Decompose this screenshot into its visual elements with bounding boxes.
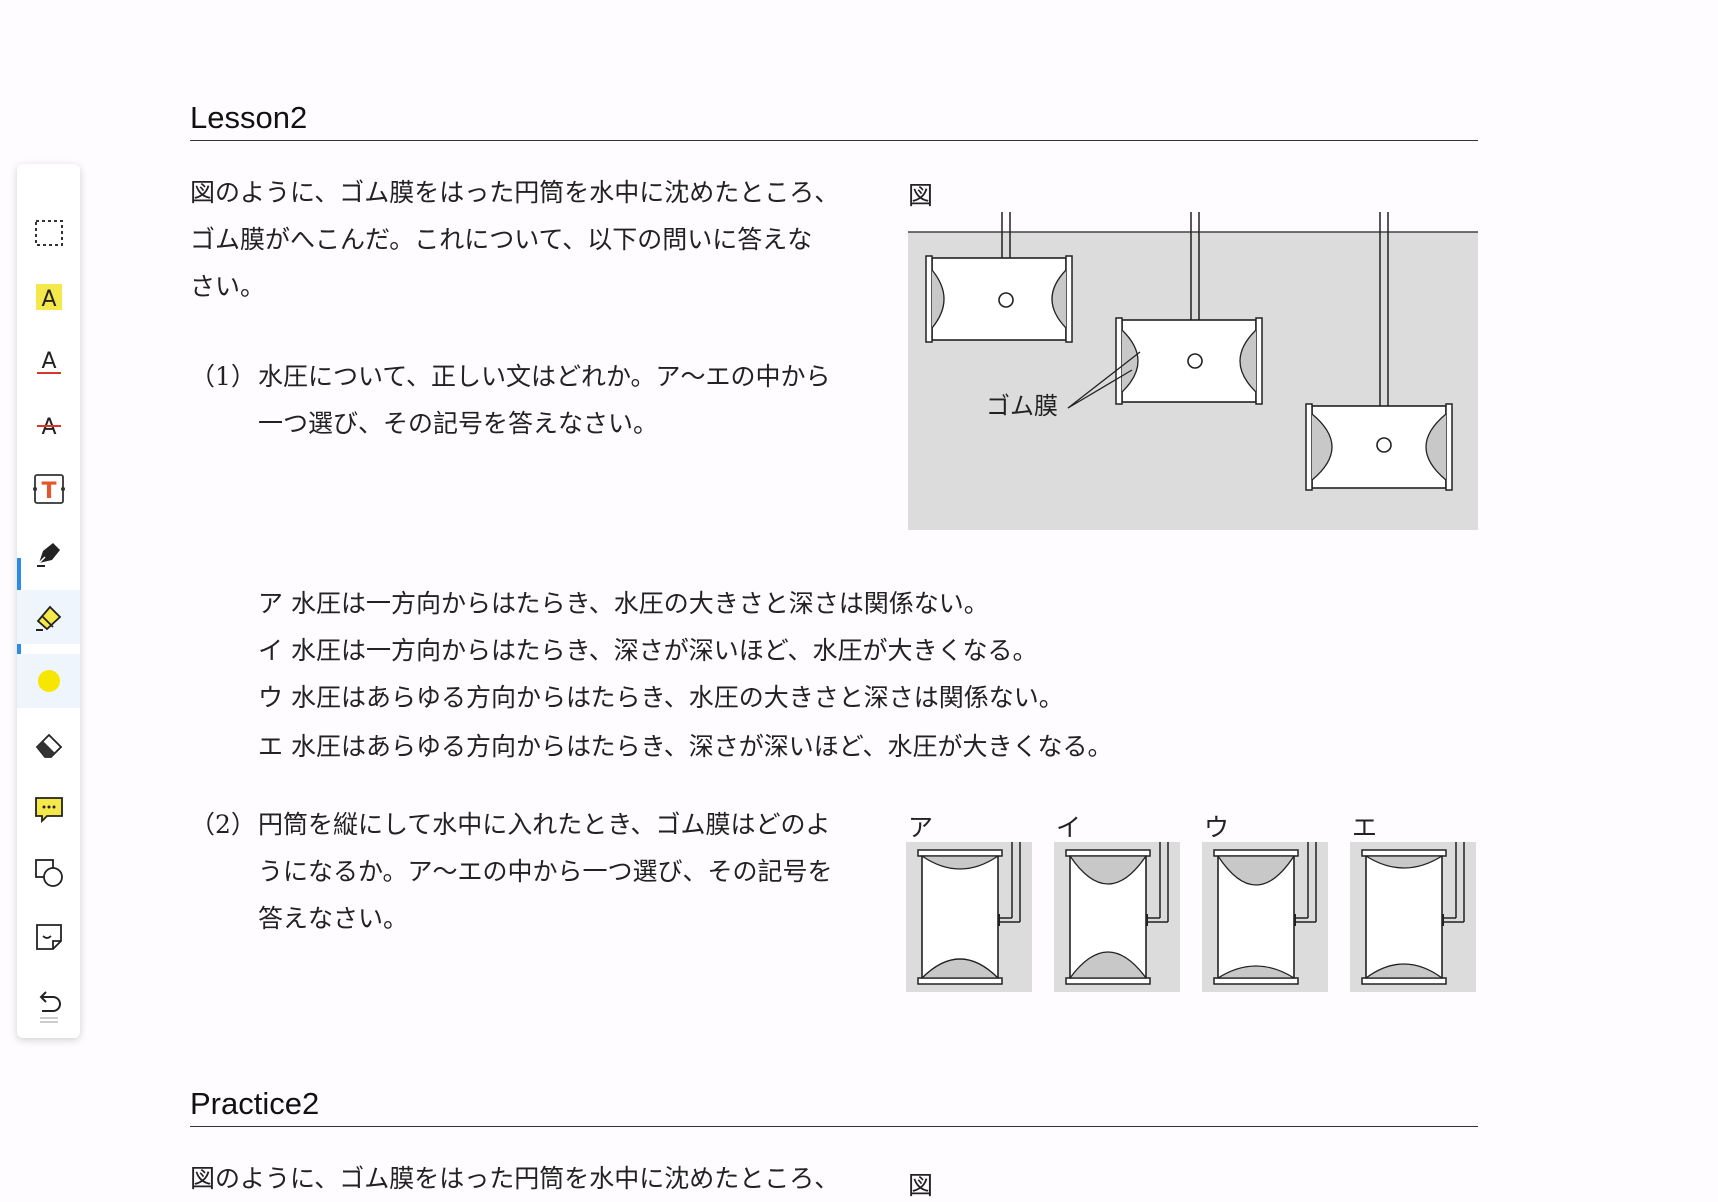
cylinder-shallow — [925, 212, 1073, 343]
question-2-line-3: 答えなさい。 — [258, 904, 409, 933]
underline-text-button[interactable]: A — [17, 334, 80, 388]
choice-i: イ 水圧は一方向からはたらき、深さが深いほど、水圧が大きくなる。 — [258, 636, 1038, 665]
practice-intro-line-1: 図のように、ゴム膜をはった円筒を水中に沈めたところ、 — [190, 1164, 840, 1193]
lesson-intro-line-1: 図のように、ゴム膜をはった円筒を水中に沈めたところ、 — [190, 178, 840, 207]
strikethrough-text-icon: A — [36, 415, 61, 440]
lesson-intro-line-2: ゴム膜がへこんだ。これについて、以下の問いに答えな — [190, 225, 813, 254]
option-label-u: ウ — [1204, 813, 1230, 842]
svg-text:A: A — [41, 415, 56, 440]
practice-heading: Practice2 — [190, 1082, 1478, 1127]
question-1-line-2: 一つ選び、その記号を答えなさい。 — [258, 409, 659, 438]
svg-text:A: A — [41, 349, 56, 374]
undo-icon — [39, 991, 61, 1012]
option-label-i: イ — [1056, 813, 1082, 842]
pen-tool-button[interactable] — [17, 526, 80, 580]
text-box-button[interactable]: T — [17, 462, 80, 516]
color-picker-button[interactable] — [17, 654, 80, 708]
comment-icon — [34, 797, 63, 824]
choice-a: ア 水圧は一方向からはたらき、水圧の大きさと深さは関係ない。 — [258, 589, 989, 618]
figure-label: 図 — [908, 181, 934, 210]
pen-icon — [36, 543, 60, 567]
highlight-text-icon: A — [35, 284, 62, 312]
question-2-line-1: 円筒を縦にして水中に入れたとき、ゴム膜はどのよ — [258, 810, 831, 839]
choice-u: ウ 水圧はあらゆる方向からはたらき、水圧の大きさと深さは関係ない。 — [258, 683, 1064, 712]
comment-tool-button[interactable] — [17, 782, 80, 836]
selection-tool-button[interactable] — [17, 206, 80, 260]
question-1-number: （1） — [190, 362, 256, 391]
question-2-line-2: うになるか。ア～エの中から一つ選び、その記号を — [258, 857, 833, 886]
cylinder-deep — [1305, 212, 1453, 491]
shapes-icon — [34, 859, 63, 887]
rubber-membrane-label: ゴム膜 — [986, 392, 1058, 420]
strikethrough-text-button[interactable]: A — [17, 398, 80, 452]
highlight-text-button[interactable]: A — [17, 270, 80, 324]
toolbar-drag-handle-icon[interactable] — [40, 1017, 58, 1023]
lesson-intro-line-3: さい。 — [190, 272, 266, 301]
undo-button[interactable] — [17, 974, 80, 1028]
option-label-a: ア — [908, 813, 934, 842]
color-swatch-icon — [37, 670, 60, 692]
sticker-tool-button[interactable] — [17, 910, 80, 964]
lesson-heading: Lesson2 — [190, 96, 1478, 141]
underline-text-icon: A — [36, 349, 61, 374]
sticker-icon — [35, 924, 62, 950]
option-figure-i — [1054, 842, 1180, 992]
water-pressure-figure — [908, 212, 1478, 530]
svg-text:A: A — [41, 287, 56, 312]
option-figure-a — [906, 842, 1032, 992]
highlighter-tool-button[interactable] — [17, 590, 80, 644]
annotation-toolbar: A A A T — [17, 164, 80, 1038]
practice-figure-label: 図 — [908, 1171, 934, 1200]
option-label-e: エ — [1352, 813, 1378, 842]
cylinder-middle — [1115, 212, 1263, 405]
option-figure-u — [1202, 842, 1328, 992]
eraser-icon — [35, 733, 62, 758]
eraser-tool-button[interactable] — [17, 718, 80, 772]
shapes-tool-button[interactable] — [17, 846, 80, 900]
svg-text:T: T — [41, 479, 56, 504]
text-box-icon: T — [32, 474, 65, 504]
highlighter-icon — [35, 605, 61, 631]
option-figure-e — [1350, 842, 1476, 992]
choice-e: エ 水圧はあらゆる方向からはたらき、深さが深いほど、水圧が大きくなる。 — [258, 732, 1113, 761]
selection-marquee-icon — [34, 220, 63, 246]
question-2-number: （2） — [190, 810, 256, 839]
question-1-line-1: 水圧について、正しい文はどれか。ア～エの中から — [258, 362, 831, 391]
